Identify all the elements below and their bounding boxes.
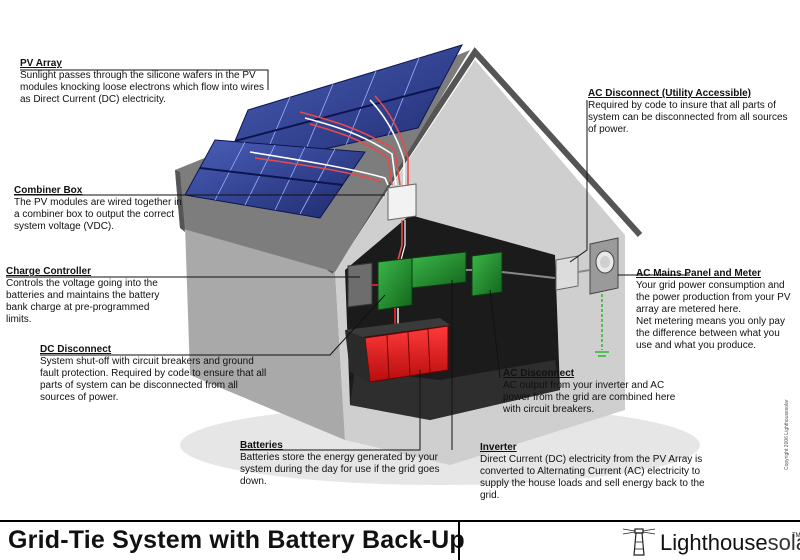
combiner-box-label: Combiner Box The PV modules are wired to…: [14, 185, 184, 233]
ac-disconnect-utility-unit: [555, 255, 579, 291]
lighthouse-icon: [622, 528, 656, 556]
ac-mains-label: AC Mains Panel and Meter Your grid power…: [636, 268, 798, 352]
pv-wiring: [249, 95, 409, 186]
ac-disconnect-unit: [471, 251, 503, 297]
footer-bar: Grid-Tie System with Battery Back-Up Lig…: [0, 520, 800, 560]
ac-mains-meter-unit: [589, 237, 619, 295]
charge-controller-text: Controls the voltage going into the batt…: [6, 278, 160, 325]
inverter-label: Inverter Direct Current (DC) electricity…: [480, 442, 712, 502]
interior-floor: [350, 360, 560, 420]
batteries-label: Batteries Batteries store the energy gen…: [240, 440, 455, 488]
dc-disconnect-label: DC Disconnect System shut-off with circu…: [40, 344, 275, 404]
dc-disconnect-text: System shut-off with circuit breakers an…: [40, 356, 267, 403]
ac-mains-title: AC Mains Panel and Meter: [636, 268, 762, 279]
combiner-box-title: Combiner Box: [14, 185, 83, 196]
inverter-title: Inverter: [480, 442, 517, 453]
charge-controller-unit: [347, 262, 373, 308]
logo-secondary-text: solar: [767, 530, 800, 555]
pv-array-text: Sunlight passes through the silicone waf…: [20, 70, 265, 105]
batteries-title: Batteries: [240, 440, 283, 451]
logo-main-text: Lighthouse: [660, 530, 768, 555]
ac-disconnect-text: AC output from your inverter and AC powe…: [503, 380, 676, 415]
ac-mains-text-2: Net metering means you only pay the diff…: [636, 316, 785, 351]
ground-symbol: [595, 351, 609, 357]
lighthouse-logo: Lighthousesolar TM: [622, 525, 800, 557]
roof-edge: [175, 170, 185, 232]
charge-controller-title: Charge Controller: [6, 266, 92, 277]
inverter-unit: [411, 251, 467, 289]
logo-trademark: TM: [792, 533, 800, 539]
leader-lines: [6, 69, 690, 451]
pv-array-title: PV Array: [20, 58, 62, 69]
ac-disconnect-utility-label: AC Disconnect (Utility Accessible) Requi…: [588, 88, 788, 136]
side-wall: [185, 225, 345, 440]
pv-array-label: PV Array Sunlight passes through the sil…: [20, 58, 265, 106]
batteries-text: Batteries store the energy generated by …: [240, 452, 440, 487]
footer-divider: [458, 522, 460, 560]
charge-controller-label: Charge Controller Controls the voltage g…: [6, 266, 176, 326]
ac-disconnect-label: AC Disconnect AC output from your invert…: [503, 368, 683, 416]
ac-disconnect-title: AC Disconnect: [503, 368, 575, 379]
ac-disconnect-utility-text: Required by code to insure that all part…: [588, 100, 788, 135]
dc-disconnect-unit: [377, 257, 413, 311]
ac-mains-text: Your grid power consumption and the powe…: [636, 280, 791, 315]
ac-disconnect-utility-title: AC Disconnect (Utility Accessible): [588, 88, 752, 99]
meter-wire: [577, 269, 591, 273]
dc-disconnect-title: DC Disconnect: [40, 344, 112, 355]
inverter-text: Direct Current (DC) electricity from the…: [480, 454, 705, 501]
combiner-box: [387, 183, 417, 221]
diagram-title: Grid-Tie System with Battery Back-Up: [8, 526, 465, 554]
combiner-wire: [397, 220, 403, 261]
battery-bank: [345, 318, 450, 383]
combiner-box-text: The PV modules are wired together in a c…: [14, 197, 182, 232]
copyright-notice: Copyright 2006 Lighthousesolar: [784, 399, 790, 470]
pv-panels-lower: [184, 139, 366, 219]
house-diagram: [6, 44, 700, 485]
